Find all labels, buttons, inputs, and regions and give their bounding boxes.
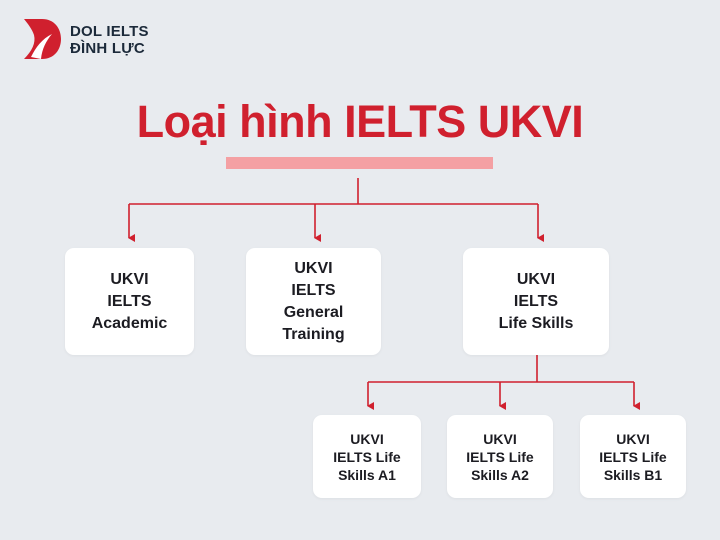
- node-line: IELTS Life: [333, 448, 401, 465]
- node-line: IELTS Life: [599, 448, 667, 465]
- node-line: IELTS: [107, 292, 152, 310]
- node-line: Skills A1: [338, 466, 396, 483]
- node-line: Life Skills: [498, 314, 574, 332]
- node-line: UKVI: [483, 430, 517, 447]
- node-line: UKVI: [350, 430, 384, 447]
- brand-name-line1: DOL IELTS: [70, 23, 149, 40]
- node-line: Training: [282, 325, 345, 343]
- node-ukvi-ielts-general-training: UKVI IELTS General Training: [246, 248, 381, 355]
- node-line: IELTS Life: [466, 448, 534, 465]
- node-line: Skills B1: [603, 466, 663, 483]
- node-line: UKVI: [516, 270, 556, 288]
- node-ukvi-ielts-academic: UKVI IELTS Academic: [65, 248, 194, 355]
- node-line: UKVI: [110, 270, 149, 288]
- title-underline: [226, 157, 493, 169]
- node-ukvi-ielts-life-skills: UKVI IELTS Life Skills: [463, 248, 609, 355]
- node-life-skills-b1: UKVI IELTS Life Skills B1: [580, 415, 686, 498]
- dol-logo-icon: [24, 19, 61, 59]
- node-line: IELTS: [291, 281, 336, 299]
- node-line: General: [283, 303, 344, 321]
- node-line: Skills A2: [471, 466, 529, 483]
- node-line: IELTS: [513, 292, 559, 310]
- node-line: UKVI: [294, 259, 333, 277]
- node-life-skills-a2: UKVI IELTS Life Skills A2: [447, 415, 553, 498]
- brand-name-line2: ĐÌNH LỰC: [70, 40, 145, 57]
- brand-logo: DOL IELTS ĐÌNH LỰC: [22, 17, 192, 65]
- node-life-skills-a1: UKVI IELTS Life Skills A1: [313, 415, 421, 498]
- page-title: Loại hình IELTS UKVI: [136, 96, 584, 147]
- node-line: UKVI: [616, 430, 650, 447]
- node-line: Academic: [91, 314, 168, 332]
